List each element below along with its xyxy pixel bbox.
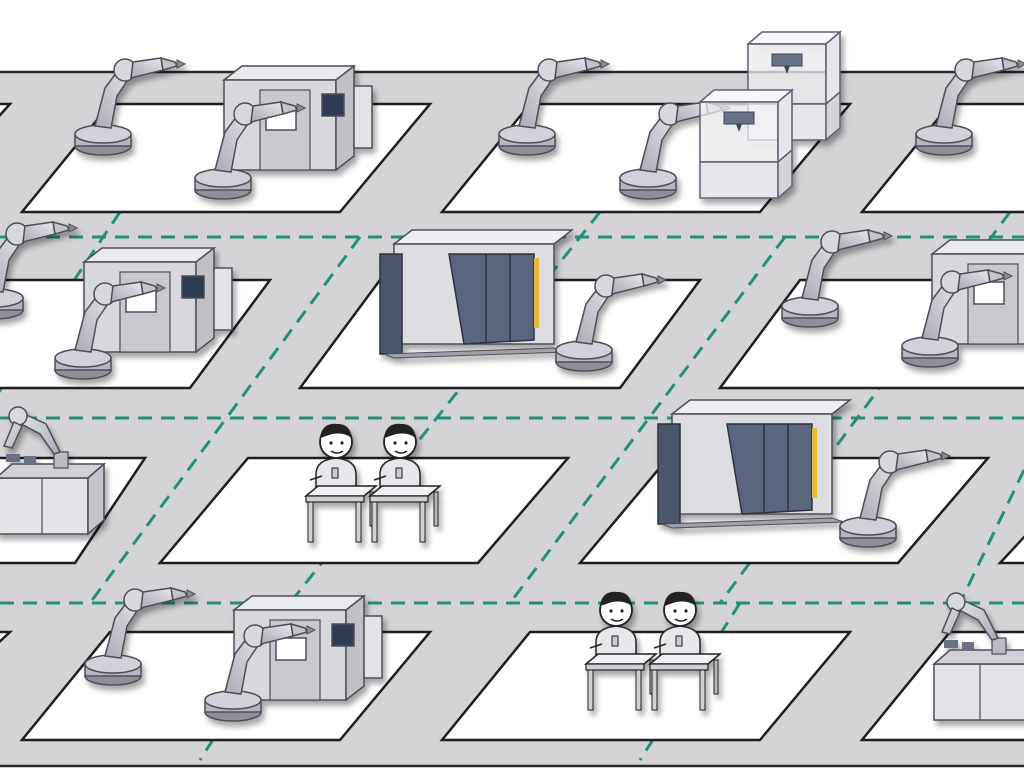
work-cell <box>0 630 14 644</box>
work-cell <box>997 535 1024 565</box>
cnc-machine-icon <box>379 229 573 359</box>
transport-path-diagonal <box>958 469 1024 604</box>
printer-3d-icon <box>699 89 793 199</box>
work-cell <box>157 456 571 565</box>
transport-path-diagonal <box>508 236 787 604</box>
cnc-machine-icon <box>657 399 851 529</box>
work-cell <box>439 630 853 742</box>
transport-path-diagonal <box>88 236 362 604</box>
work-cell <box>0 102 13 117</box>
work-cell <box>859 102 1024 214</box>
